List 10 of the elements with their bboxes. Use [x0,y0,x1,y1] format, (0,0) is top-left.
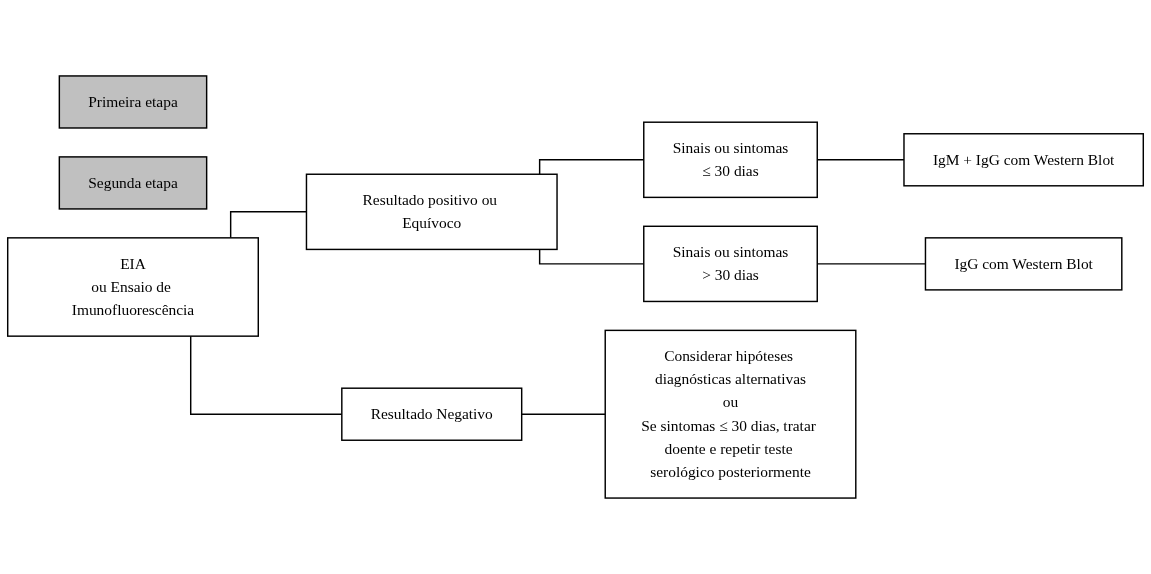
node-box: IgG com Western Blot [924,237,1123,291]
node-box: Sinais ou sintomas ≤ 30 dias [643,121,818,199]
node-box: Segunda etapa [58,156,208,210]
node-box: Resultado positivo ou Equívoco [305,173,558,251]
node-box: EIA ou Ensaio de Imunofluorescência [7,237,259,337]
node-box: Primeira etapa [58,75,208,129]
node-box: IgM + IgG com Western Blot [903,133,1144,187]
node-box: Sinais ou sintomas > 30 dias [643,225,818,303]
node-box: Considerar hipóteses diagnósticas alternativas ou Se sintomas ≤ 30 dias, tratar doente e repetir teste serológico posteriormente [604,329,857,499]
node-box: Resultado Negativo [341,387,523,441]
